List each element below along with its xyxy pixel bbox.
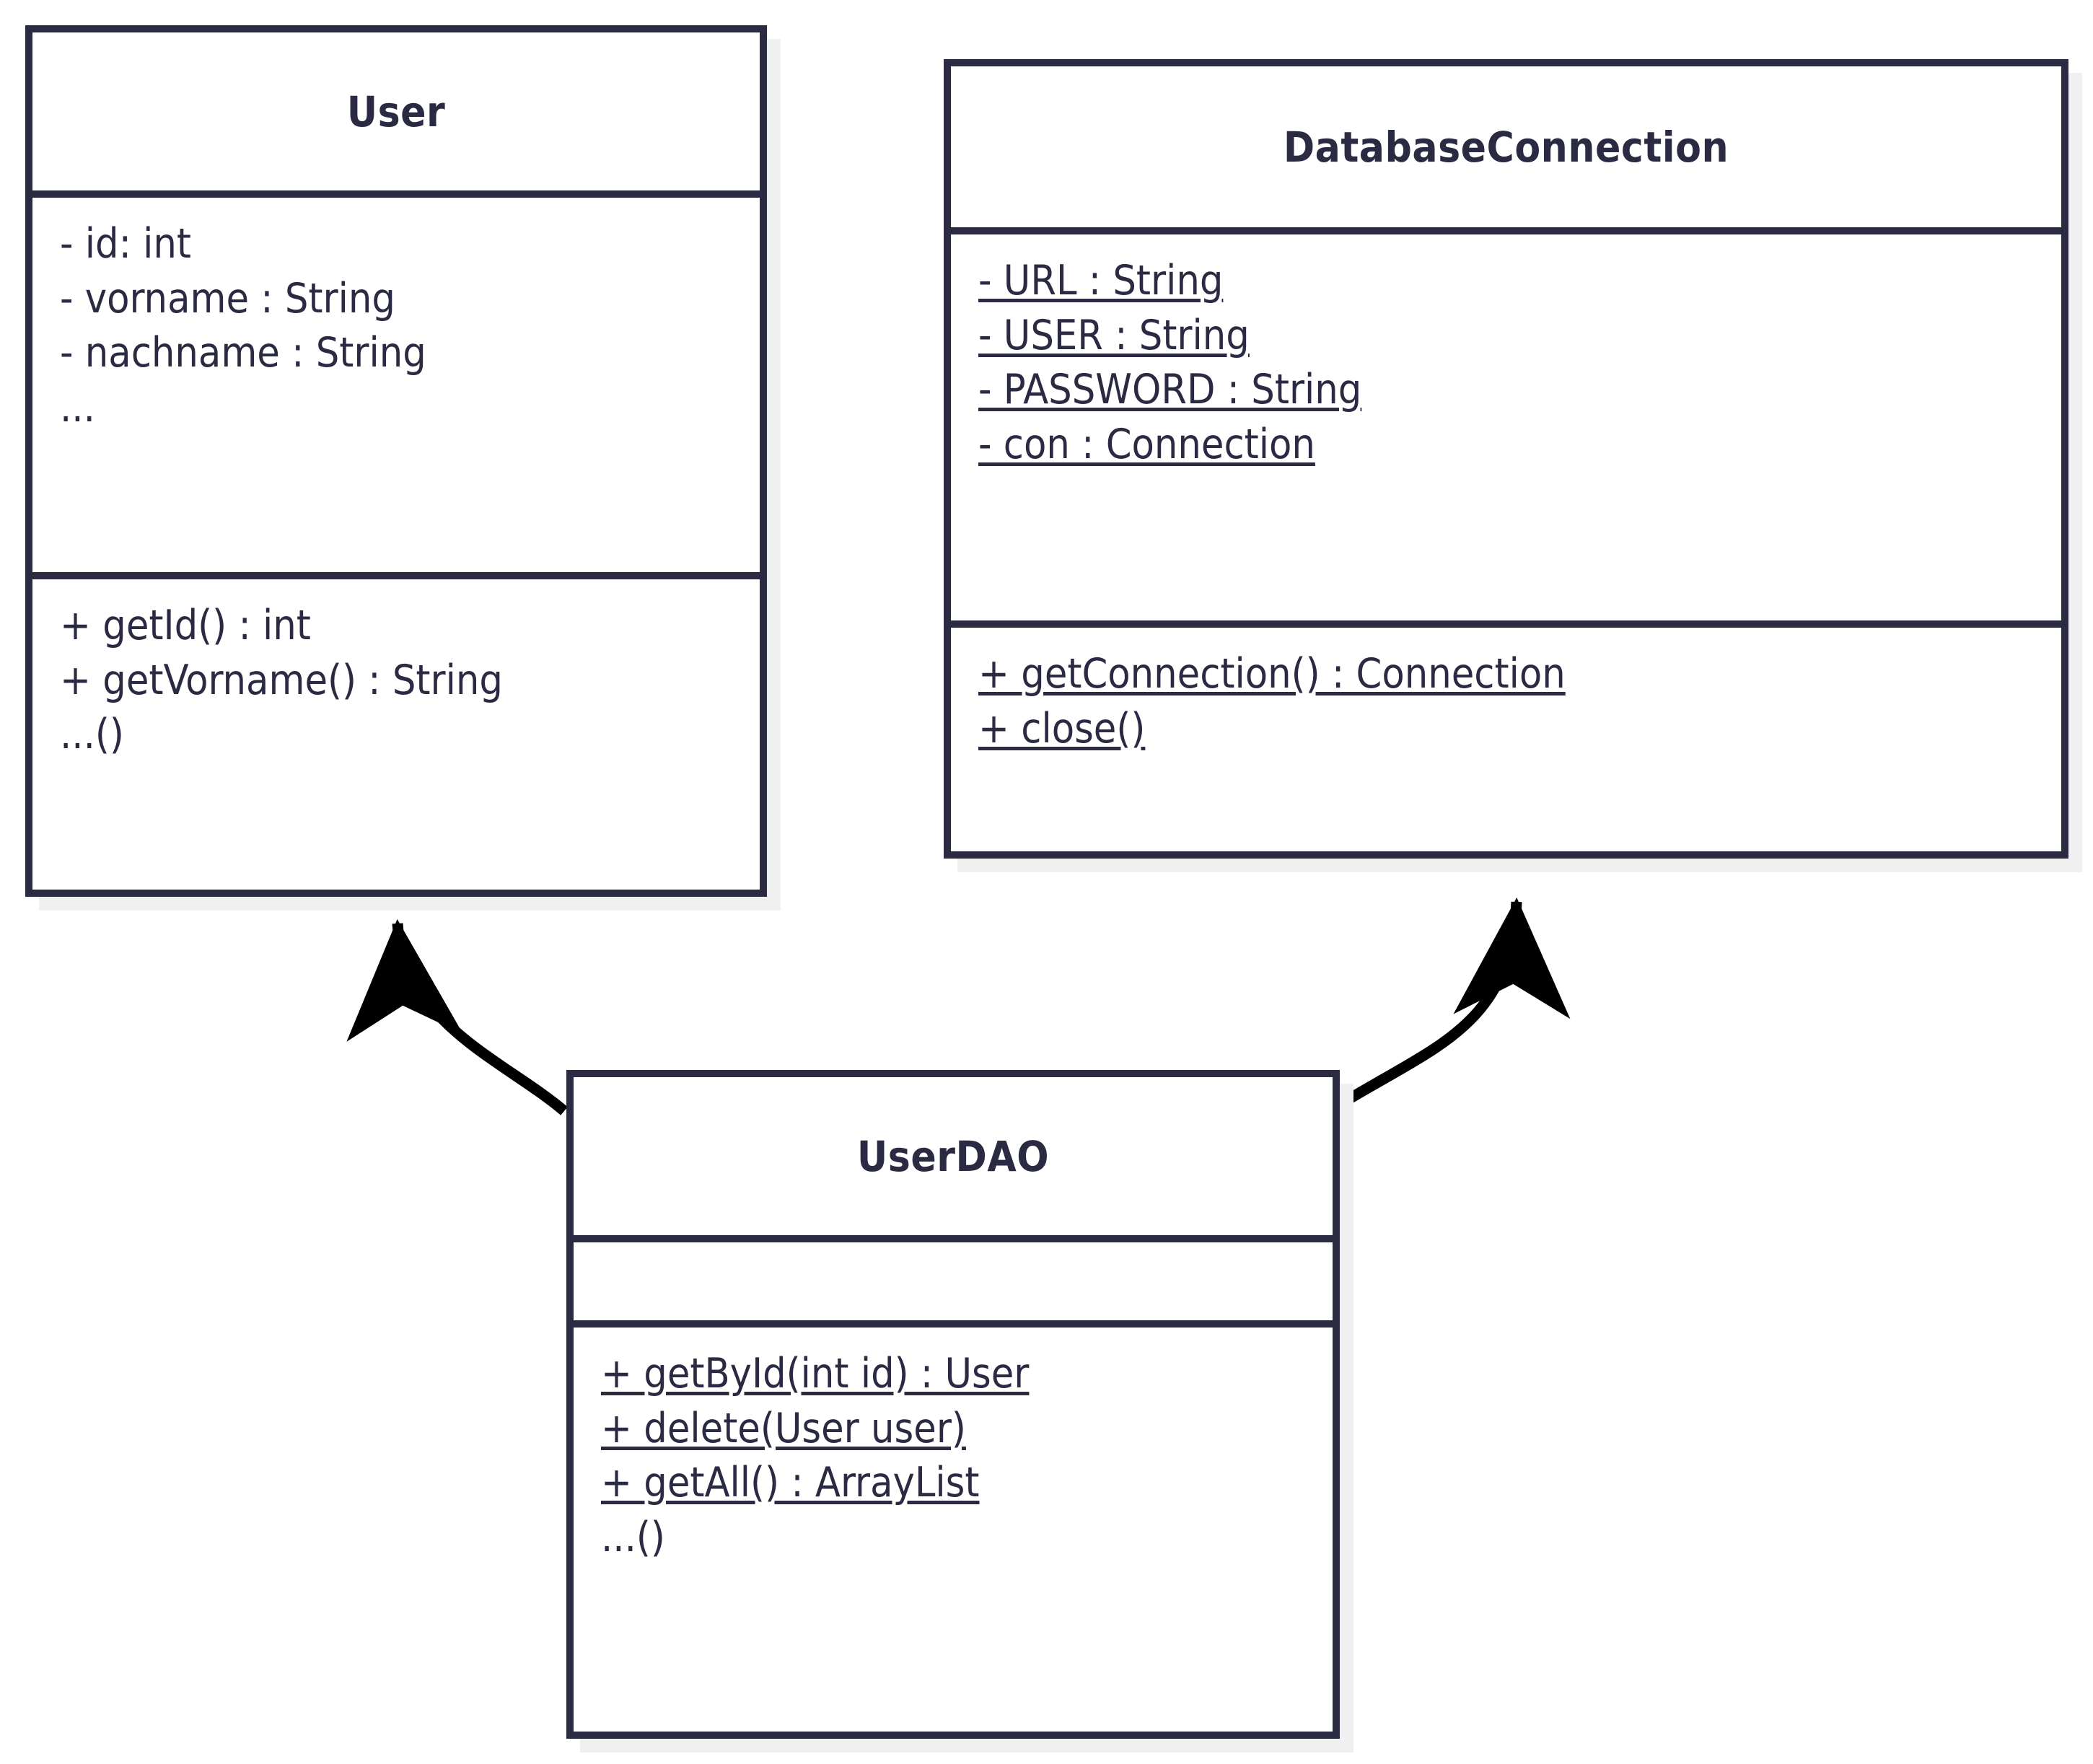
method-row: ...(): [601, 1513, 665, 1561]
attributes-compartment-databaseconnection: - URL : String - USER : String - PASSWOR…: [951, 227, 2061, 620]
attributes-compartment-user: - id: int - vorname : String - nachname …: [32, 190, 760, 572]
class-name-compartment-databaseconnection: DatabaseConnection: [951, 66, 2061, 227]
class-name-compartment-user: User: [32, 32, 760, 190]
method-row: + getVorname() : String: [60, 656, 503, 704]
method-row: + close(): [978, 704, 1146, 752]
uml-class-userdao[interactable]: UserDAO + getById(int id) : User + delet…: [566, 1070, 1340, 1739]
methods-compartment-user: + getId() : int + getVorname() : String …: [32, 572, 760, 890]
attribute-row: - vorname : String: [60, 274, 395, 322]
attribute-row: ...: [60, 383, 95, 431]
method-row: + delete(User user): [601, 1404, 966, 1452]
attribute-row: - nachname : String: [60, 329, 426, 377]
method-row: + getId() : int: [60, 602, 311, 649]
method-row: ...(): [60, 711, 124, 759]
uml-class-databaseconnection[interactable]: DatabaseConnection - URL : String - USER…: [944, 59, 2068, 859]
arrow-userdao-to-user: [346, 919, 568, 1115]
attribute-row: - id: int: [60, 220, 192, 268]
method-row: + getConnection() : Connection: [978, 650, 1566, 698]
attribute-row: - PASSWORD : String: [978, 366, 1362, 414]
methods-compartment-userdao: + getById(int id) : User + delete(User u…: [574, 1320, 1333, 1732]
methods-compartment-databaseconnection: + getConnection() : Connection + close(): [951, 620, 2061, 851]
arrow-userdao-to-databaseconnection: [1341, 898, 1571, 1107]
attributes-compartment-userdao: [574, 1235, 1333, 1320]
class-name-userdao: UserDAO: [856, 1131, 1050, 1181]
attribute-row: - URL : String: [978, 257, 1224, 304]
attribute-row: - con : Connection: [978, 420, 1315, 468]
class-name-databaseconnection: DatabaseConnection: [1283, 122, 1729, 172]
class-name-compartment-userdao: UserDAO: [574, 1077, 1333, 1235]
method-row: + getById(int id) : User: [601, 1350, 1030, 1397]
uml-class-user[interactable]: User - id: int - vorname : String - nach…: [25, 25, 767, 897]
method-row: + getAll() : ArrayList: [601, 1459, 980, 1507]
attribute-row: - USER : String: [978, 311, 1250, 359]
class-name-user: User: [346, 87, 446, 136]
